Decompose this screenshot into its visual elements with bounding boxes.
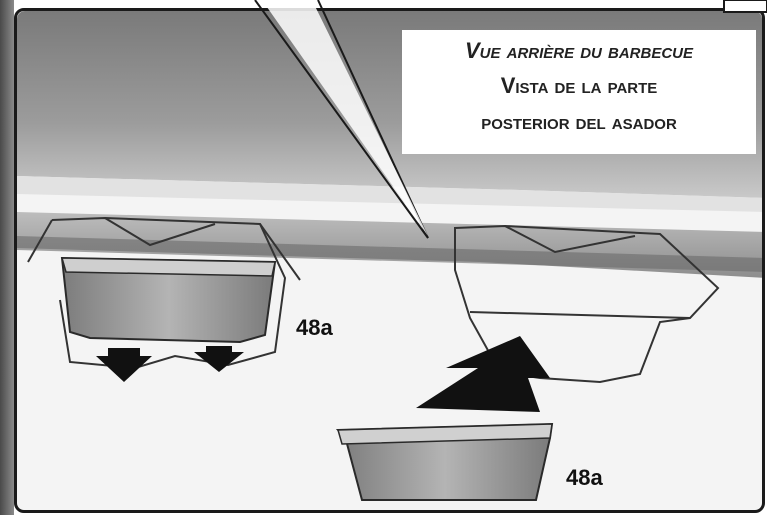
corner-tab	[723, 0, 767, 13]
right-pan-bracket	[454, 224, 720, 384]
callout-pointer	[254, 0, 429, 239]
rear-view-label-fr: Vue arrière du barbecue	[464, 38, 694, 63]
up-arrow-icon	[416, 336, 550, 412]
rear-view-label-es-1: Vista de la parte	[500, 73, 658, 98]
rear-view-label-es-2: posterior del asador	[481, 109, 677, 134]
down-arrow-icon	[96, 348, 152, 382]
rear-view-label: Vue arrière du barbecue Vista de la part…	[402, 30, 756, 154]
left-pan-bracket	[27, 216, 301, 370]
left-edge-strip	[0, 0, 14, 515]
lower-pan-part-number: 48a	[566, 465, 603, 490]
upper-drip-pan	[60, 256, 277, 344]
down-arrow-icon	[194, 346, 244, 372]
upper-pan-part-number: 48a	[296, 315, 333, 340]
lower-drip-pan	[335, 422, 554, 501]
